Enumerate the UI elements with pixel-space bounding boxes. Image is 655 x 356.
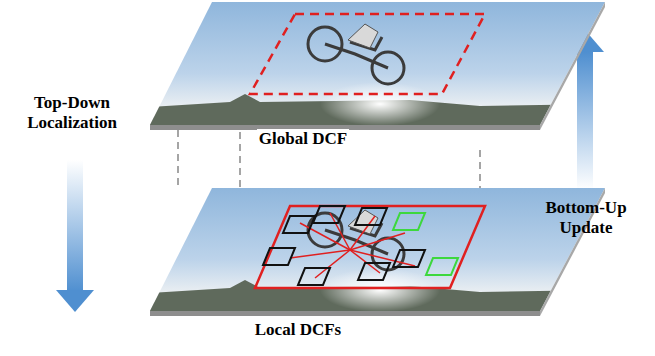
direction-label: Top-Down Localization	[2, 93, 142, 134]
direction-label: Bottom-Up Update	[522, 198, 650, 239]
down-arrow	[56, 160, 94, 312]
dashed-guide	[178, 130, 480, 188]
plane-shape	[150, 188, 605, 354]
plane-label: Global DCF	[257, 129, 349, 149]
plane-label: Local DCFs	[253, 320, 343, 340]
image-plane: Global DCF	[150, 2, 605, 154]
image-plane: Local DCFs	[150, 188, 605, 354]
plane-shape	[150, 2, 605, 154]
dashed-connector	[239, 132, 241, 190]
